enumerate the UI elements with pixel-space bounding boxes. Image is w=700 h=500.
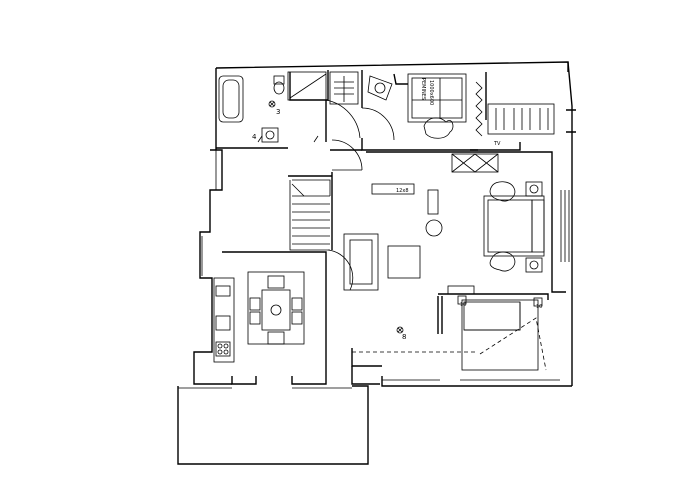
shower	[287, 71, 327, 101]
label-3: 3	[276, 108, 280, 116]
washbasin	[261, 127, 279, 143]
stove	[215, 341, 231, 357]
nightstand-bottom	[525, 257, 543, 273]
sofa	[343, 233, 379, 291]
shelf-unit	[487, 103, 555, 135]
chair-bottom	[267, 331, 285, 345]
tv-label: TV	[493, 141, 501, 147]
pendant-light-icon	[270, 304, 282, 316]
ottoman	[387, 245, 421, 279]
doors	[325, 99, 395, 291]
ceiling-light-icon-2	[396, 326, 404, 334]
bathtub	[218, 75, 244, 123]
round-table	[425, 219, 443, 237]
label-10a: 10	[460, 302, 466, 308]
chair-left-2	[249, 311, 261, 325]
label-10b: 10	[536, 304, 542, 310]
plant-icon-3	[489, 251, 516, 272]
counter-sub-label: 1000x600	[428, 80, 434, 105]
toilet-tank	[273, 75, 285, 85]
side-table	[427, 189, 439, 215]
stairs	[289, 179, 331, 251]
sink	[215, 315, 231, 331]
wardrobe	[329, 71, 359, 105]
chair-right-2	[291, 311, 303, 325]
upper-bedroom: PEMINES 1000x600 TV	[329, 71, 555, 147]
kitchen-dining: 8	[213, 271, 406, 363]
double-bed	[483, 195, 545, 257]
living-room: 12x8	[343, 153, 545, 295]
terrace	[177, 385, 369, 465]
bathroom: 3 4	[218, 71, 327, 143]
exterior-walls	[193, 61, 576, 387]
lower-bedroom: 10 10	[352, 295, 547, 371]
armchair	[367, 75, 393, 101]
interior-walls	[216, 70, 566, 385]
ceiling-light-icon	[268, 100, 276, 108]
kitchen-counter	[213, 277, 235, 363]
bed-2	[461, 299, 539, 371]
tv-stand	[451, 153, 499, 173]
counter-label: PEMINES	[420, 78, 426, 100]
toilet	[273, 81, 285, 95]
chair-right-1	[291, 297, 303, 311]
bed	[407, 73, 467, 123]
chair-top	[267, 275, 285, 289]
coffee-table	[371, 183, 415, 195]
dining-table	[247, 271, 305, 345]
label-8: 8	[402, 333, 406, 341]
plant-icon	[423, 117, 454, 139]
nightstand-top	[525, 181, 543, 197]
chair-left-1	[249, 297, 261, 311]
label-4: 4	[252, 133, 257, 141]
radiator	[447, 285, 475, 295]
plant-icon-2	[489, 181, 516, 202]
sofa-unit-label: 12x8	[396, 188, 409, 194]
